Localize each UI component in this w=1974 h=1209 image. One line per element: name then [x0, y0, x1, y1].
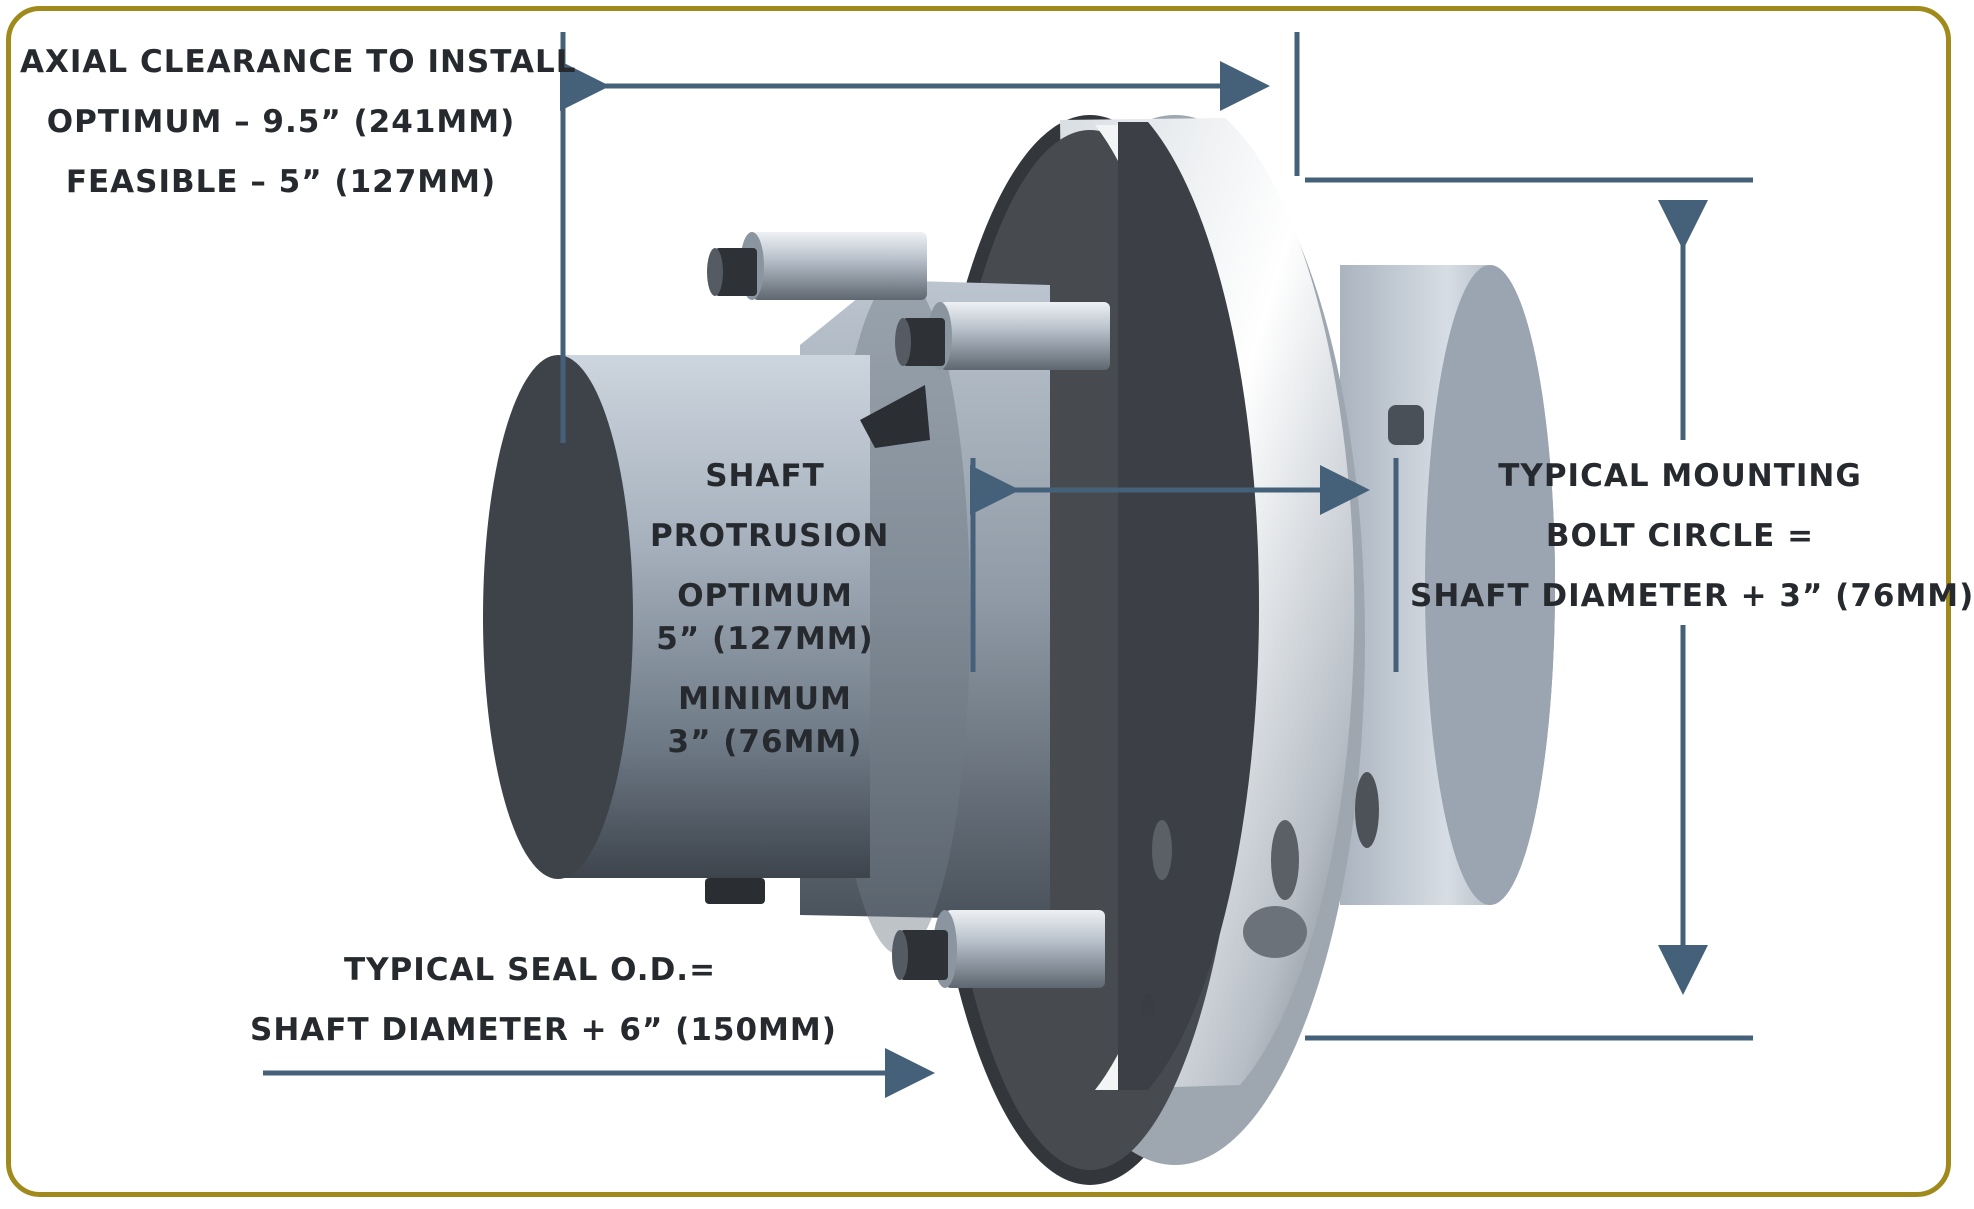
dimension-lines [263, 32, 1753, 1098]
flange-slot-icon [1271, 820, 1299, 900]
left-shaft [483, 355, 870, 904]
bolt-circle-line-3: SHAFT DIAMETER + 3” (76MM) [1410, 578, 1974, 614]
shaft-protrusion-title-2: PROTRUSION [650, 518, 890, 554]
flange-slot-icon [1152, 820, 1172, 880]
bolt-circle-line-1: TYPICAL MOUNTING [1498, 458, 1862, 494]
stud-bolt-icon [707, 232, 927, 300]
shaft-protrusion-title-1: SHAFT [705, 458, 825, 494]
right-shaft [1340, 265, 1555, 905]
seal-od-line-2: SHAFT DIAMETER + 6” (150MM) [250, 1012, 837, 1048]
shaft-protrusion-minimum-label: MINIMUM [678, 681, 852, 717]
seal-od-line-1: TYPICAL SEAL O.D.= [343, 952, 717, 988]
studs [707, 232, 1110, 988]
seal-od-label: TYPICAL SEAL O.D.= SHAFT DIAMETER + 6” (… [250, 940, 837, 1060]
shaft-protrusion-minimum-value: 3” (76MM) [667, 724, 863, 760]
flange-port-icon [1243, 906, 1307, 958]
axial-clearance-label: AXIAL CLEARANCE TO INSTALL OPTIMUM – 9.5… [20, 32, 577, 212]
stud-bolt-icon [892, 910, 1105, 988]
axial-clearance-title: AXIAL CLEARANCE TO INSTALL [20, 44, 577, 80]
right-pin-icon [1388, 405, 1424, 445]
shaft-protrusion-label: SHAFT PROTRUSION OPTIMUM 5” (127MM) MINI… [650, 455, 890, 764]
bolt-circle-label: TYPICAL MOUNTING BOLT CIRCLE = SHAFT DIA… [1410, 446, 1974, 626]
stud-bolt-icon [895, 302, 1110, 370]
bolt-circle-line-2: BOLT CIRCLE = [1545, 518, 1815, 554]
axial-clearance-feasible: FEASIBLE – 5” (127MM) [65, 164, 497, 200]
flange-slot-icon [1355, 772, 1379, 848]
shaft-protrusion-optimum-value: 5” (127MM) [656, 621, 874, 657]
shaft-protrusion-optimum-label: OPTIMUM [677, 578, 853, 614]
axial-clearance-optimum: OPTIMUM – 9.5” (241MM) [46, 104, 516, 140]
